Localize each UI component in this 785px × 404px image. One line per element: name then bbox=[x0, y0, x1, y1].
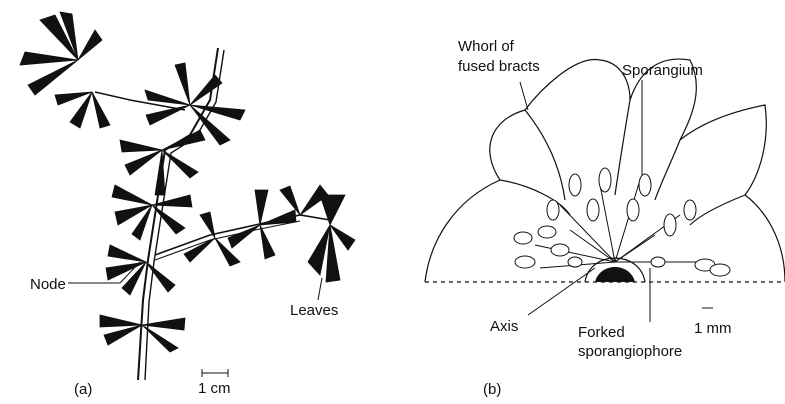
node-label: Node bbox=[30, 276, 66, 293]
forked-label-line1: Forked bbox=[578, 324, 625, 342]
leaves-label: Leaves bbox=[290, 302, 338, 319]
sporangium-label: Sporangium bbox=[622, 62, 703, 79]
forked-label-line2: sporangiophore bbox=[578, 343, 682, 361]
axis-label: Axis bbox=[490, 318, 518, 335]
axis-hatch bbox=[595, 267, 635, 282]
caption-b: (b) bbox=[483, 381, 501, 398]
leaf-whorls bbox=[20, 12, 355, 352]
whorl-label-line2: fused bracts bbox=[458, 58, 540, 76]
panel-b-leaders bbox=[520, 80, 713, 322]
scale-label-a: 1 cm bbox=[198, 380, 231, 397]
whorl-label-line1: Whorl of bbox=[458, 38, 514, 56]
sporangiophores bbox=[514, 168, 730, 276]
scale-label-b: 1 mm bbox=[694, 320, 732, 337]
caption-a: (a) bbox=[74, 381, 92, 398]
